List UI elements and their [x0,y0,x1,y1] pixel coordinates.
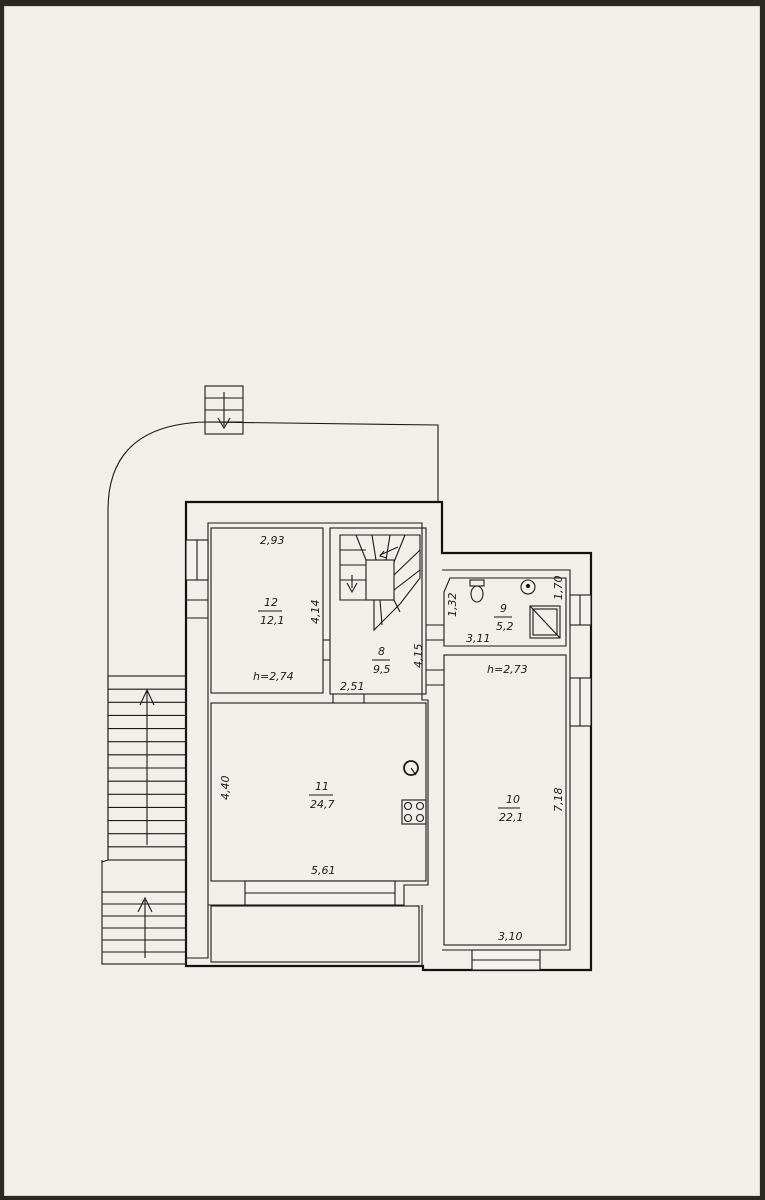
room-9-width: 3,11 [466,632,491,645]
stair-arrow-icon [139,688,155,706]
room-8-depth: 4,15 [412,644,425,669]
doors [186,599,444,703]
stair-arrow-icon [217,417,231,430]
toilet-icon [469,579,485,603]
boiler-icon [403,760,419,776]
room-10-width: 3,10 [498,930,523,943]
garden-path [107,421,439,676]
room-10-number: 10 [506,793,520,806]
room-11-area: 24,7 [310,798,335,811]
shower-icon [529,605,561,639]
room-8-number: 8 [378,645,385,658]
stove-icon [401,799,427,825]
room-9-outline [443,577,567,647]
veranda-outline [210,905,420,963]
room-11-number: 11 [315,780,329,793]
room-10-height: h=2,73 [487,663,528,676]
room-8-width: 2,51 [340,680,365,693]
room-12-number: 12 [264,596,278,609]
room-labels: 2,93 12 12,1 h=2,74 4,14 8 9,5 2,51 4,15… [219,534,565,943]
room-12-height: h=2,74 [253,670,294,683]
room-9-extra: 1,32 [446,593,459,618]
windows [185,539,592,971]
exterior [101,385,439,965]
fixtures [401,579,561,825]
room-10-depth: 7,18 [552,788,565,813]
sink-icon [520,579,536,595]
room-9-number: 9 [500,602,507,615]
room-12-outline [210,527,324,694]
room-9-area: 5,2 [496,620,514,633]
room-11-width: 5,61 [311,864,336,877]
room-9-depth: 1,70 [552,576,565,601]
room-12-depth: 4,14 [309,600,322,625]
interior-stair [339,534,421,632]
room-10-area: 22,1 [499,811,524,824]
room-10-outline [443,654,567,946]
stair-arrow-icon [379,550,388,559]
room-11-depth: 4,40 [219,776,232,801]
room-8-outline [329,527,427,695]
stair-arrow-icon [346,582,358,594]
stair-arrow-icon [137,896,153,913]
room-12-width: 2,93 [260,534,285,547]
room-8-area: 9,5 [373,663,391,676]
room-12-area: 12,1 [260,614,285,627]
paper-sheet [4,6,760,1196]
